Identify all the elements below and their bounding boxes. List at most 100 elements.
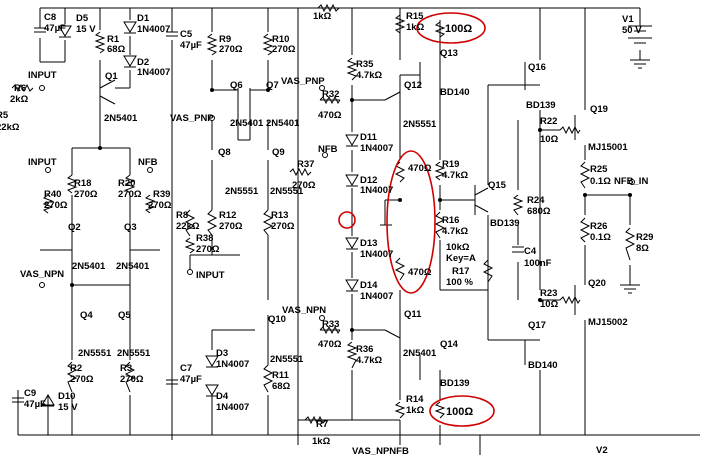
label-c7-val: 47µF bbox=[180, 374, 202, 385]
label-r15: R15 bbox=[406, 11, 424, 22]
label-d13-val: 1N4007 bbox=[360, 249, 393, 260]
label-r26: R26 bbox=[590, 221, 607, 232]
label-r32: R32 bbox=[322, 89, 339, 100]
label-q13-type: BD140 bbox=[440, 87, 470, 98]
label-q3-type: 2N5401 bbox=[116, 261, 150, 272]
label-nfb-r37: NFB bbox=[318, 144, 338, 155]
terminals bbox=[39, 85, 635, 321]
label-q11-type: 2N5401 bbox=[403, 348, 437, 359]
label-r23-val: 10Ω bbox=[540, 299, 559, 310]
label-q20: Q20 bbox=[588, 278, 606, 289]
label-c9-val: 47µF bbox=[24, 399, 46, 410]
label-vas-npnfb: VAS_NPNFB bbox=[352, 446, 409, 455]
label-vas-npn-left: VAS_NPN bbox=[20, 269, 64, 280]
label-r13: R13 bbox=[271, 210, 288, 221]
resistors bbox=[11, 3, 636, 425]
label-r12-val: 270Ω bbox=[219, 221, 243, 232]
label-q13: Q13 bbox=[440, 48, 458, 59]
label-r8: R8 bbox=[176, 210, 188, 221]
label-q4-type: 2N5551 bbox=[78, 348, 112, 359]
label-q5-type: 2N5551 bbox=[117, 348, 151, 359]
label-r13-val: 270Ω bbox=[271, 221, 295, 232]
highlight-node bbox=[338, 211, 356, 229]
label-c5-val: 47µF bbox=[180, 40, 202, 51]
label-d11-val: 1N4007 bbox=[360, 143, 393, 154]
label-vas-pnp-top: VAS_PNP bbox=[281, 76, 325, 87]
label-q15: Q15 bbox=[488, 180, 507, 191]
label-r40: R40 bbox=[44, 189, 61, 200]
label-r11: R11 bbox=[272, 370, 290, 381]
label-d4-val: 1N4007 bbox=[216, 402, 249, 413]
label-c5: C5 bbox=[180, 29, 193, 40]
label-r5: R5 bbox=[0, 110, 9, 121]
label-q9-type: 2N5551 bbox=[270, 186, 304, 197]
label-r17-pct: 100 % bbox=[446, 277, 473, 288]
label-q10: Q10 bbox=[268, 314, 286, 325]
label-q1-type: 2N5401 bbox=[104, 113, 138, 124]
label-r35: R35 bbox=[356, 59, 374, 70]
label-r5-val: 22kΩ bbox=[0, 122, 20, 133]
label-r10-val: 270Ω bbox=[272, 44, 296, 55]
wires bbox=[17, 7, 700, 455]
label-nfb-mid: NFB bbox=[138, 157, 158, 168]
label-r22-val: 10Ω bbox=[540, 134, 559, 145]
label-nfb-in: NFB_IN bbox=[614, 176, 648, 187]
label-input-r38: INPUT bbox=[196, 270, 225, 281]
label-r11-val: 68Ω bbox=[272, 381, 291, 392]
label-r19-val: 4.7kΩ bbox=[442, 170, 468, 181]
label-d3-val: 1N4007 bbox=[216, 359, 249, 370]
label-d2-val: 1N4007 bbox=[137, 67, 170, 78]
label-r17: R17 bbox=[452, 266, 469, 277]
label-c4-val: 100nF bbox=[524, 258, 552, 269]
transistors bbox=[71, 62, 576, 380]
label-r29: R29 bbox=[636, 232, 653, 243]
label-q19: Q19 bbox=[590, 104, 608, 115]
label-r16: R16 bbox=[442, 215, 459, 226]
label-d5-val: 15 V bbox=[76, 24, 96, 35]
label-r2-val: 270Ω bbox=[70, 374, 94, 385]
highlight-annotations bbox=[338, 12, 495, 427]
label-c9: C9 bbox=[24, 388, 36, 399]
label-r15-val: 1kΩ bbox=[406, 22, 425, 33]
label-vas-pnp-left: VAS_PNP bbox=[170, 113, 214, 124]
label-r38: R38 bbox=[196, 233, 213, 244]
label-r25: R25 bbox=[590, 164, 608, 175]
label-q16-type: BD139 bbox=[526, 100, 556, 111]
label-q14-type: BD139 bbox=[440, 378, 470, 389]
label-r3-val: 270Ω bbox=[120, 374, 144, 385]
label-r39: R39 bbox=[153, 189, 170, 200]
label-c7: C7 bbox=[180, 363, 192, 374]
label-q9: Q9 bbox=[272, 147, 285, 158]
label-q3: Q3 bbox=[124, 222, 137, 233]
supply-symbols bbox=[620, 25, 652, 294]
label-r1: R1 bbox=[107, 34, 120, 45]
label-q6-type: 2N5401 bbox=[230, 118, 264, 129]
label-input-top: INPUT bbox=[28, 70, 57, 81]
label-v1-val: 50 V bbox=[622, 25, 642, 36]
label-q16: Q16 bbox=[528, 62, 546, 73]
label-d2: D2 bbox=[137, 57, 149, 68]
label-r9-val: 270Ω bbox=[219, 44, 243, 55]
label-d14-val: 1N4007 bbox=[360, 291, 393, 302]
label-r37: R37 bbox=[297, 159, 314, 170]
label-d1-val: 1N4007 bbox=[137, 24, 170, 35]
label-r6-val: 2kΩ bbox=[10, 94, 29, 105]
label-r17-key: Key=A bbox=[446, 253, 476, 264]
label-q20-type: MJ15002 bbox=[588, 317, 628, 328]
label-r18: R18 bbox=[74, 178, 91, 189]
label-q4: Q4 bbox=[80, 310, 93, 321]
label-r38-val: 270Ω bbox=[196, 244, 220, 255]
label-r470-bot: 470Ω bbox=[408, 267, 432, 278]
label-r7: R7 bbox=[316, 419, 328, 430]
label-d14: D14 bbox=[360, 280, 378, 291]
label-d11: D11 bbox=[360, 132, 378, 143]
junction-nodes bbox=[70, 88, 632, 332]
highlight-bias-resistors bbox=[386, 150, 436, 294]
label-r25-val: 0.1Ω bbox=[590, 176, 611, 187]
label-r15-highlight: 100Ω bbox=[445, 23, 472, 35]
label-q10-type: 2N5551 bbox=[270, 354, 304, 365]
label-r19: R19 bbox=[442, 159, 459, 170]
diodes bbox=[41, 21, 359, 407]
